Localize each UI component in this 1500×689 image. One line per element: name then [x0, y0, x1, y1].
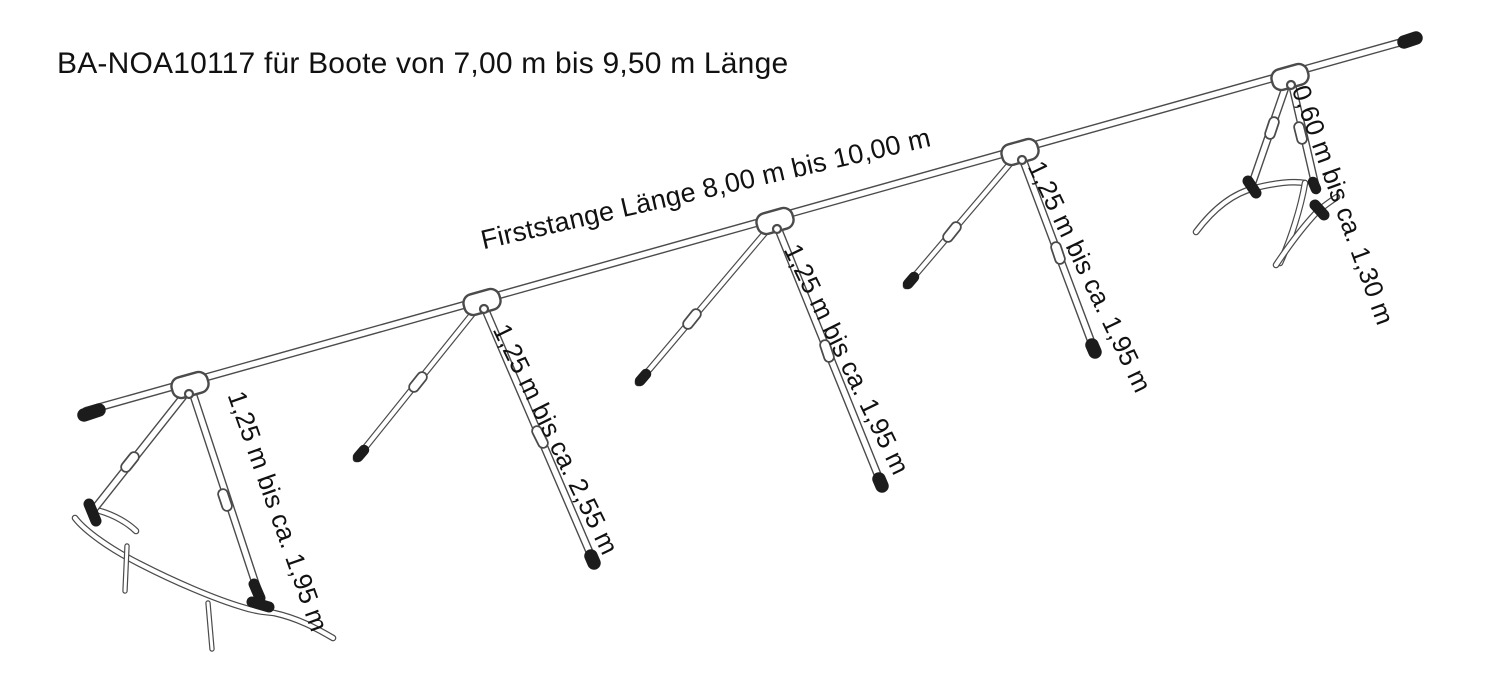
bolt-icon — [1016, 154, 1028, 166]
junction-connector-2 — [462, 287, 502, 317]
rail-clamp — [83, 498, 102, 527]
stern-support-legs — [1247, 75, 1321, 193]
rafter-tip-cap — [634, 368, 652, 387]
junction-connector-4 — [1000, 137, 1040, 167]
foot-cap — [1085, 338, 1102, 359]
ridge-end-cap-right — [1397, 31, 1423, 49]
junction-connector-5 — [1270, 62, 1310, 92]
foot-cap — [584, 549, 601, 570]
foot-cap — [872, 472, 889, 493]
stern-rail-assembly — [1192, 178, 1341, 269]
bolt-icon — [478, 303, 490, 315]
middle-leg-3 — [634, 216, 886, 488]
rafter-tip-cap — [352, 444, 370, 463]
rail-clamp — [248, 578, 266, 604]
bolt-icon — [1285, 79, 1297, 91]
junction-connector-1 — [170, 370, 210, 400]
middle-leg-2 — [352, 297, 598, 565]
ridge-end-cap-left — [77, 403, 106, 422]
middle-leg-4 — [902, 147, 1099, 354]
rail-clamp — [1309, 199, 1330, 221]
stern-leg-tip-cap — [1307, 176, 1322, 195]
rail-clamp — [246, 596, 275, 613]
rail-clamp — [1242, 175, 1262, 199]
ridge-pole — [81, 33, 1421, 416]
bolt-icon — [771, 223, 783, 235]
bow-rail-assembly — [71, 507, 337, 652]
end-caps-and-clamps — [77, 31, 1423, 613]
junction-connector-3 — [755, 206, 795, 236]
page-title: BA-NOA10117 für Boote von 7,00 m bis 9,5… — [57, 47, 789, 80]
rafter-tip-cap — [902, 271, 920, 290]
bolt-icon — [183, 388, 195, 400]
bow-support-legs — [90, 383, 262, 593]
